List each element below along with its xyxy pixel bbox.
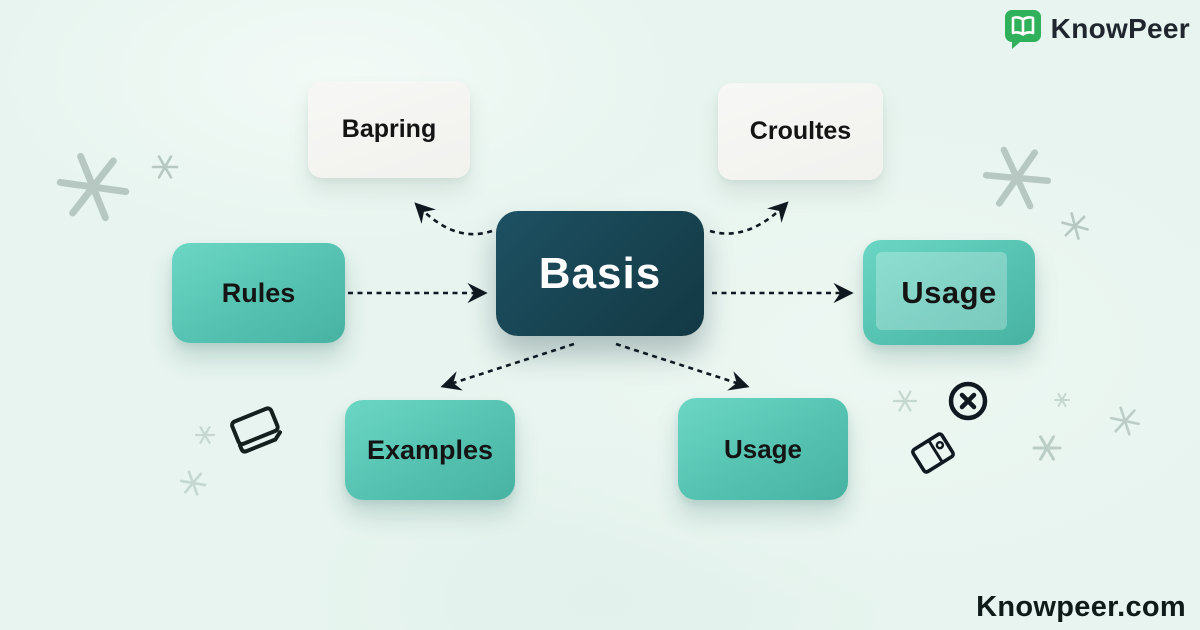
node-croultes: Croultes	[718, 83, 883, 180]
node-bapring-label: Bapring	[341, 115, 437, 143]
asterisk-sparkle	[194, 426, 216, 444]
ticket-icon	[911, 432, 955, 474]
node-examples-label: Examples	[366, 434, 494, 465]
asterisk-sparkle	[892, 390, 918, 412]
asterisk-sparkle	[1110, 406, 1140, 436]
book-chat-logo-icon	[1004, 10, 1041, 49]
asterisk-sparkle	[151, 155, 179, 179]
eraser-icon	[230, 406, 282, 454]
node-basis-center: Basis	[496, 211, 704, 336]
connector-arrows	[348, 201, 854, 391]
circled-x-icon	[948, 381, 988, 421]
brand-logo: KnowPeer	[1003, 8, 1190, 50]
node-usage-right: Usage	[863, 240, 1035, 345]
asterisk-sparkle	[1032, 435, 1062, 461]
brand-logo-text: KnowPeer	[1050, 13, 1190, 44]
node-rules-label: Rules	[221, 277, 296, 308]
node-croultes-label: Croultes	[749, 117, 852, 145]
asterisk-sparkle	[1061, 212, 1089, 240]
asterisk-sparkle	[179, 470, 207, 496]
text-highlight	[876, 252, 1007, 330]
asterisk-sparkle	[56, 152, 130, 222]
node-usage-right-label: Usage	[901, 274, 997, 310]
node-rules: Rules	[172, 243, 345, 343]
watermark-url: Knowpeer.com	[976, 591, 1186, 623]
node-basis-label: Basis	[538, 248, 662, 298]
asterisk-sparkle	[1054, 392, 1070, 408]
arrow-basis-to-usage-bottom	[615, 342, 750, 391]
asterisk-sparkle	[982, 146, 1052, 210]
arrow-basis-to-bapring	[414, 202, 493, 236]
node-bapring: Bapring	[308, 81, 470, 178]
node-examples: Examples	[345, 400, 515, 500]
arrow-basis-to-croultes	[709, 201, 789, 235]
arrow-basis-to-examples	[440, 342, 575, 391]
node-usage-bottom-label: Usage	[723, 433, 803, 464]
node-usage-bottom: Usage	[678, 398, 848, 500]
